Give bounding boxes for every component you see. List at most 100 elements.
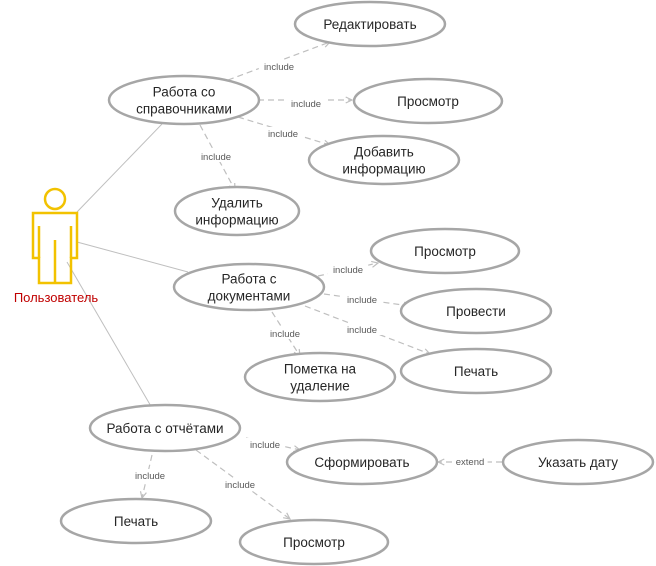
use-case-ellipse — [399, 287, 553, 335]
use-case-label: Сформировать — [314, 455, 409, 470]
include-label: include — [333, 265, 363, 276]
association-line-uc6 — [76, 241, 189, 273]
include-line — [304, 305, 431, 355]
include-line — [237, 116, 331, 146]
extend-label: extend — [456, 457, 485, 468]
arrowhead-icon — [345, 96, 354, 104]
relation-label-bg — [341, 323, 383, 335]
relation-label-bg — [129, 469, 171, 481]
include-label: include — [225, 480, 255, 491]
use-case-uc2[interactable]: Редактировать — [293, 0, 447, 48]
relation-label-bg — [262, 127, 304, 139]
use-case-ellipse — [88, 403, 242, 453]
use-case-ellipse — [285, 438, 439, 486]
use-case-uc3[interactable]: Просмотр — [352, 77, 504, 125]
use-case-ellipse — [307, 134, 461, 186]
use-case-label: Указать дату — [538, 455, 618, 470]
use-case-uc14[interactable]: Печать — [59, 497, 213, 545]
association-line-uc11 — [66, 261, 153, 409]
use-case-uc9[interactable]: Печать — [399, 347, 553, 395]
include-label: include — [264, 62, 294, 73]
relation-label-bg — [452, 455, 488, 467]
use-case-uc1[interactable]: Работа со справочниками — [107, 74, 261, 126]
use-case-label: Редактировать — [323, 17, 416, 32]
use-case-uc12[interactable]: Сформировать — [285, 438, 439, 486]
use-case-ellipse — [399, 347, 553, 395]
use-case-ellipse — [243, 351, 397, 403]
use-case-label: справочниками — [136, 102, 232, 117]
use-case-label: Провести — [446, 304, 506, 319]
use-case-label: Просмотр — [397, 94, 459, 109]
use-case-uc4[interactable]: Добавить информацию — [307, 134, 461, 186]
use-case-uc8[interactable]: Провести — [399, 287, 553, 335]
extend-relation-uc13-uc12: extend — [436, 455, 502, 468]
arrowhead-icon — [371, 260, 380, 268]
relation-label-bg — [219, 478, 261, 490]
actor-body — [31, 211, 79, 285]
use-case-label: Пометка на — [284, 362, 357, 377]
use-case-label: Работа с отчётами — [106, 421, 223, 436]
include-line — [199, 124, 236, 191]
association-line-uc1 — [76, 123, 163, 213]
include-relation-uc6-uc10: include — [264, 311, 306, 358]
relation-label-bg — [285, 97, 327, 109]
actor-name: Пользователь — [14, 290, 99, 305]
include-relation-uc1-uc2: include — [227, 40, 332, 81]
use-case-label: Печать — [454, 364, 498, 379]
use-case-ellipse — [172, 262, 326, 312]
use-case-uc7[interactable]: Просмотр — [369, 227, 521, 275]
include-relation-uc6-uc8: include — [323, 293, 412, 309]
arrowhead-icon — [282, 512, 292, 520]
include-relation-uc11-uc12: include — [244, 437, 302, 453]
use-case-label: документами — [208, 289, 291, 304]
arrowhead-icon — [139, 491, 147, 500]
include-relation-uc1-uc5: include — [195, 124, 237, 192]
use-case-uc11[interactable]: Работа с отчётами — [88, 403, 242, 453]
association-layer — [66, 123, 189, 409]
relation-label-bg — [195, 150, 237, 162]
use-case-ellipse — [369, 227, 521, 275]
include-relation-uc1-uc4: include — [237, 116, 332, 147]
include-label: include — [291, 99, 321, 110]
use-case-label: Работа с — [221, 272, 276, 287]
use-case-uc13[interactable]: Указать дату — [501, 438, 655, 486]
use-case-label: Добавить — [354, 145, 414, 160]
relation-label-bg — [244, 438, 286, 450]
use-case-label: удаление — [290, 379, 350, 394]
use-case-label: Просмотр — [283, 535, 345, 550]
use-case-label: Печать — [114, 514, 158, 529]
use-case-label: информацию — [195, 213, 278, 228]
use-case-layer: Работа со справочниками РедактироватьПросм… — [59, 0, 655, 566]
include-label: include — [135, 471, 165, 482]
actor-head — [43, 187, 67, 211]
use-case-ellipse — [173, 185, 301, 237]
use-case-ellipse — [59, 497, 213, 545]
use-case-label: информацию — [342, 162, 425, 177]
use-case-ellipse — [238, 518, 390, 566]
include-label: include — [270, 329, 300, 340]
use-case-ellipse — [293, 0, 447, 48]
relation-label-bg — [264, 327, 306, 339]
use-case-label: Удалить — [211, 196, 263, 211]
use-case-ellipse — [352, 77, 504, 125]
use-case-uc5[interactable]: Удалить информацию — [173, 185, 301, 237]
relation-label-bg — [327, 263, 369, 275]
include-label: include — [250, 440, 280, 451]
include-line — [271, 311, 301, 357]
use-case-label: Работа со — [153, 85, 216, 100]
include-label: include — [347, 325, 377, 336]
include-relation-uc11-uc14: include — [129, 454, 171, 500]
use-case-uc10[interactable]: Пометка на удаление — [243, 351, 397, 403]
relation-label-bg — [341, 293, 383, 305]
include-relation-uc1-uc3: include — [258, 96, 354, 110]
include-label: include — [201, 152, 231, 163]
actor[interactable]: Пользователь — [14, 187, 99, 305]
include-label: include — [268, 129, 298, 140]
include-relation-uc6-uc7: include — [317, 260, 380, 277]
use-case-uc6[interactable]: Работа с документами — [172, 262, 326, 312]
use-case-uc15[interactable]: Просмотр — [238, 518, 390, 566]
include-label: include — [347, 295, 377, 306]
include-relation-uc11-uc15: include — [195, 449, 292, 520]
use-case-label: Просмотр — [414, 244, 476, 259]
